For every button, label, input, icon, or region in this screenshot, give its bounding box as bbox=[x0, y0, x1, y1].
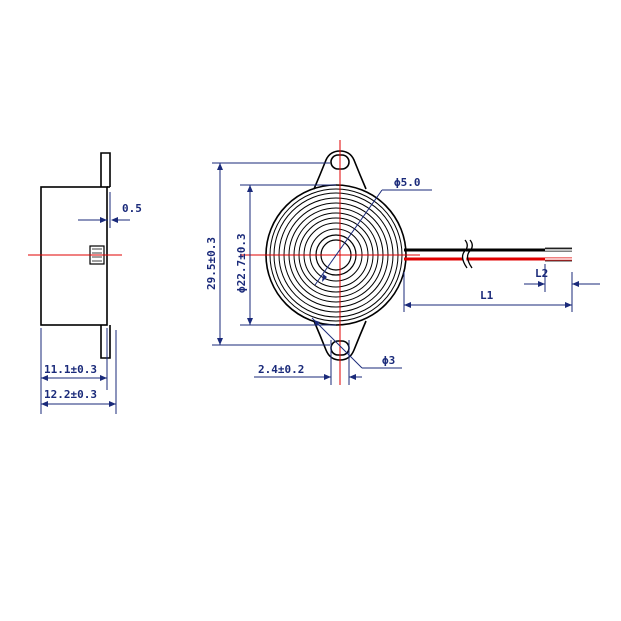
side-body bbox=[40, 186, 108, 326]
dim-height-inner-label: 11.1±0.3 bbox=[44, 363, 97, 376]
dim-height-outer-label: 12.2±0.3 bbox=[44, 388, 97, 401]
dim-tone-hole-label: ϕ5.0 bbox=[394, 176, 421, 189]
dim-body-diameter-label: ϕ22.7±0.3 bbox=[235, 233, 248, 293]
side-flange-top bbox=[100, 152, 111, 187]
dim-flange-height-label: 29.5±0.3 bbox=[205, 237, 218, 290]
side-view: 0.5 11.1±0.3 12.2±0.3 bbox=[28, 152, 142, 414]
dim-thickness-label: 0.5 bbox=[122, 202, 142, 215]
dim-lead-length-label: L1 bbox=[480, 289, 494, 302]
dim-strip-length-label: L2 bbox=[535, 267, 548, 280]
dim-mount-hole-label: ϕ3 bbox=[382, 354, 395, 367]
wire-break bbox=[461, 239, 468, 269]
front-view: 29.5±0.3 ϕ22.7±0.3 ϕ5.0 2.4±0.2 ϕ3 L1 bbox=[205, 140, 600, 385]
dim-hole-width-label: 2.4±0.2 bbox=[258, 363, 304, 376]
side-flange-bottom bbox=[100, 325, 111, 359]
